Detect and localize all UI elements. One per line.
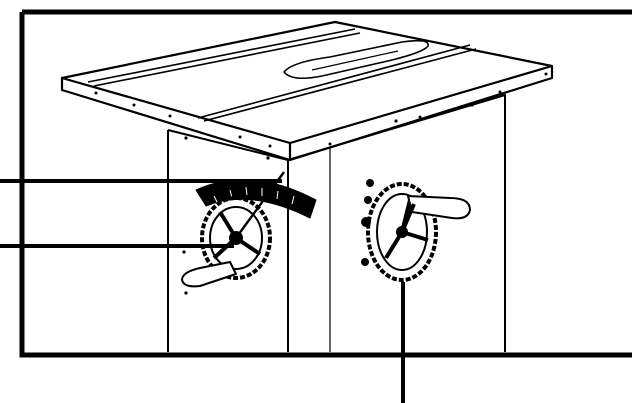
blade-slot	[311, 50, 399, 71]
miter-slot-left	[87, 28, 361, 87]
table-edge-screws	[94, 72, 548, 148]
callout-frame-border	[19, 9, 632, 358]
handwheel-icon	[200, 196, 272, 280]
tilt-scale-hatch	[213, 186, 295, 205]
tilt-handwheel-hub	[229, 231, 243, 245]
height-crank-arm	[400, 203, 416, 233]
callout-frame	[19, 9, 632, 358]
height-handwheel-assembly	[361, 179, 471, 282]
height-handwheel-inner-rim	[376, 193, 428, 271]
table-top	[60, 20, 554, 162]
height-crank-handle	[407, 195, 471, 220]
crank-handle-icon	[181, 261, 237, 288]
blade-throat-plate	[283, 39, 429, 80]
saw-cabinet	[167, 94, 506, 352]
table-front-edge	[60, 66, 554, 162]
callout-leaders	[0, 179, 405, 403]
miter-slot-right	[197, 44, 477, 122]
cabinet-rivets	[182, 103, 474, 295]
tilt-handwheel-assembly	[181, 171, 317, 288]
tilt-handwheel-inner-rim	[209, 206, 263, 270]
height-handwheel-rim	[366, 182, 438, 282]
table-surface	[60, 20, 554, 145]
